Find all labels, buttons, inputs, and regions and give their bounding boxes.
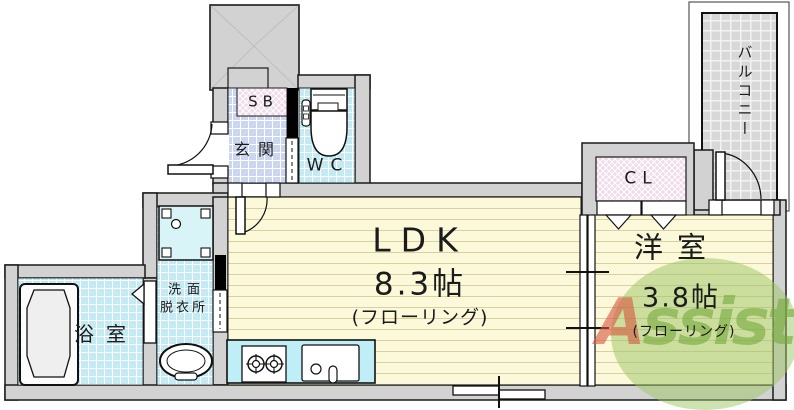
partition-sliding-door [566,214,609,387]
washroom-label-line1: 洗面 [167,282,207,298]
entrance-door [167,123,214,175]
balcony [688,1,790,212]
kitchen-counter [226,339,376,384]
door-frames [210,121,775,216]
bathroom-label: 浴室 [74,322,138,346]
entrance-floor [227,87,288,184]
toilet-icon [301,88,348,157]
closet-area [595,156,687,202]
bathroom-folding-door [130,280,157,344]
balcony-label: バルコニー [735,44,754,140]
western-room-size-label: 3.8帖 [642,282,720,314]
ldk-size-label: 8.3帖 [373,266,467,303]
shoebox-area [236,87,288,117]
assist-logo-letter-a: A [596,286,646,360]
wc-label: WC [306,155,350,176]
western-room-floor-label: (フローリング) [632,324,736,340]
western-room-label: 洋室 [633,230,721,265]
assist-logo-text: Assist [596,291,794,355]
balcony-floor [701,12,778,202]
wc-sliding-door [285,137,299,184]
washroom-label-line2: 脱衣所 [159,300,209,316]
balcony-door [715,151,762,201]
ldk-floor-label: (フローリング) [351,306,489,329]
door-openings [212,134,762,214]
ldk-entry-door [235,196,268,235]
stove-icon [241,345,287,383]
kitchen-sink-icon [301,344,360,384]
closet-doors [596,200,687,230]
closet-label: CL [624,168,658,189]
assist-logo-swoosh [611,258,794,410]
washroom-sliding-door [212,289,228,333]
solid-wall-segments [215,88,298,290]
ldk-label: LDK [372,220,468,260]
assist-logo-rest: ssist [642,286,794,360]
shaft-block [209,4,300,91]
washbasin-icon [159,343,213,381]
washing-machine-icon [158,205,214,261]
bathtub-icon [19,283,79,386]
shoebox-label: SB [248,92,278,111]
entrance-label: 玄関 [233,140,283,159]
ldk-window [452,376,546,408]
